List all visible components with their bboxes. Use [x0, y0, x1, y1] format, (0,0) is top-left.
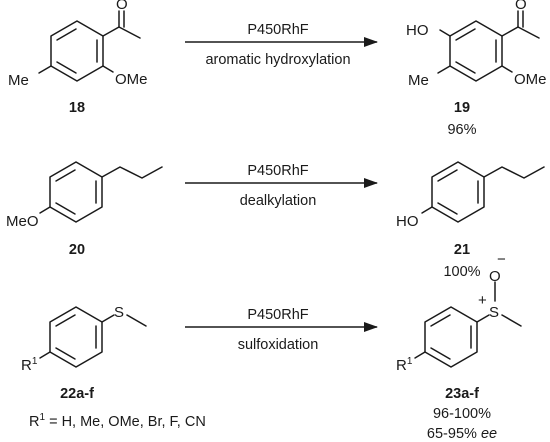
compound-19: O HO OMe Me 19 96% [406, 0, 547, 138]
double-bond [437, 202, 458, 215]
reaction-1: O OMe Me 18 P450RhF aromatic hydroxylati… [8, 0, 547, 138]
propyl-chain [483, 166, 545, 179]
compound-number: 20 [69, 242, 85, 258]
hydroxyl-bond [439, 29, 451, 37]
benzene-ring [49, 306, 103, 368]
reaction-arrow-3: P450RhF sulfoxidation [185, 307, 378, 353]
me-bond [437, 65, 451, 74]
yield-label: 96% [447, 122, 476, 138]
double-bond [56, 61, 77, 74]
methyl-label: Me [408, 72, 429, 89]
me-bond [38, 65, 52, 74]
ome-bond [501, 65, 513, 73]
yield-label: 100% [443, 264, 480, 280]
methoxy-bond [39, 206, 51, 214]
benzene-ring [424, 306, 478, 368]
double-bond [55, 347, 76, 360]
methoxy-label: OMe [115, 71, 148, 88]
compound-number: 23a-f [445, 386, 479, 402]
methoxy-label: MeO [6, 213, 39, 230]
sulfur-label: S [114, 304, 124, 321]
sulfur-bond [476, 314, 490, 323]
ee-label: 65-95% ee [427, 426, 497, 442]
benzene-ring [449, 20, 503, 82]
benzene-ring [49, 161, 103, 223]
reagent-label: P450RhF [247, 307, 308, 323]
methyl-bond [517, 26, 540, 39]
compound-22a-f: S R1 22a-f [21, 304, 147, 402]
methyl-bond [118, 26, 141, 39]
negative-charge: − [497, 251, 506, 268]
compound-23a-f: O − S + R1 23a-f 96-100% 65-95% ee [396, 251, 522, 442]
reaction-arrow-2: P450RhF dealkylation [185, 163, 378, 209]
reaction-2: MeO 20 P450RhF dealkylation HO 21 100% [6, 161, 545, 280]
reaction-3: S R1 22a-f R1 = H, Me, OMe, Br, F, CN P4… [21, 251, 522, 442]
compound-number: 21 [454, 242, 470, 258]
condition-label: aromatic hydroxylation [205, 52, 350, 68]
carbonyl-oxygen: O [116, 0, 128, 13]
ome-bond [102, 65, 114, 73]
reagent-label: P450RhF [247, 163, 308, 179]
double-bond [55, 169, 76, 182]
compound-18: O OMe Me 18 [8, 0, 148, 116]
sulfoxide-oxygen: O [489, 268, 501, 285]
hydroxyl-label: HO [406, 22, 429, 39]
r1-label: R1 [21, 356, 38, 374]
compound-number: 19 [454, 100, 470, 116]
yield-label: 96-100% [433, 406, 491, 422]
double-bond [437, 169, 458, 182]
compound-number: 22a-f [60, 386, 94, 402]
methyl-label: Me [8, 72, 29, 89]
hydroxyl-bond [421, 206, 433, 214]
double-bond [455, 61, 476, 74]
reagent-label: P450RhF [247, 22, 308, 38]
r1-label: R1 [396, 356, 413, 374]
propyl-chain [101, 166, 163, 179]
r1-bond [414, 351, 426, 359]
methyl-bond [501, 314, 522, 327]
double-bond [430, 347, 451, 360]
double-bond [455, 28, 476, 41]
sulfur-label: S [489, 304, 499, 321]
compound-20: MeO 20 [6, 161, 163, 258]
carbonyl-oxygen: O [515, 0, 527, 13]
double-bond [55, 314, 76, 327]
reaction-arrow-1: P450RhF aromatic hydroxylation [185, 22, 378, 68]
sulfur-bond [101, 314, 115, 323]
acyl-bond [102, 26, 120, 37]
acyl-bond [501, 26, 519, 37]
positive-charge: + [478, 292, 487, 309]
double-bond [55, 202, 76, 215]
compound-21: HO 21 100% [396, 161, 545, 280]
methoxy-label: OMe [514, 71, 547, 88]
double-bond [56, 28, 77, 41]
benzene-ring [431, 161, 485, 223]
double-bond [430, 314, 451, 327]
condition-label: dealkylation [240, 193, 317, 209]
condition-label: sulfoxidation [238, 337, 319, 353]
hydroxyl-label: HO [396, 213, 419, 230]
benzene-ring [50, 20, 104, 82]
compound-number: 18 [69, 100, 85, 116]
substituent-list: R1 = H, Me, OMe, Br, F, CN [29, 412, 206, 430]
r1-bond [39, 351, 51, 359]
methyl-bond [126, 314, 147, 327]
